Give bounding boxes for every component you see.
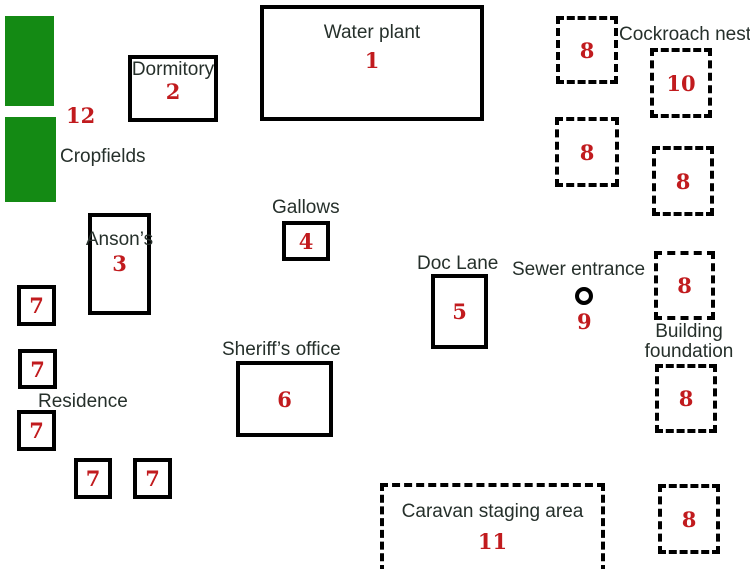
residence-label: Residence [38,391,128,412]
residence-box: 7 [18,349,57,389]
residence-number: 7 [29,293,44,318]
gallows-label: Gallows [272,197,340,218]
residence-number: 7 [30,356,45,382]
dormitory-number: 2 [165,78,181,104]
residence-box: 7 [133,458,172,499]
sheriffs-office-label: Sheriff’s office [222,339,341,360]
gallows-number: 4 [298,228,314,254]
cockroach-nest-box: 10 [650,48,712,118]
caravan-staging-area-number: 11 [477,528,508,554]
building-foundation-number: 8 [579,37,595,63]
building-foundation-label: Building foundation [644,321,734,362]
dormitory-label: Dormitory [131,59,215,80]
building-foundation-number: 8 [579,139,595,165]
cockroach-nest-number: 10 [666,70,696,96]
caravan-staging-area-label: Caravan staging area [401,501,584,522]
doc-lane-number: 5 [452,299,467,324]
building-foundation-box: 8 [658,484,720,554]
doc-lane-box: 5 [431,274,488,349]
sewer-entrance-icon [575,287,593,305]
ansons-number: 3 [112,250,127,276]
residence-box: 7 [74,458,112,499]
building-foundation-number: 8 [675,168,691,194]
cropfields-number: 12 [66,103,96,128]
cropfield-plot-2 [5,117,56,202]
cropfields-label: Cropfields [60,146,146,167]
caravan-staging-area-box: Caravan staging area 11 [380,483,605,569]
sheriffs-office-number: 6 [277,386,292,412]
building-foundation-box: 8 [654,251,715,320]
building-foundation-number: 8 [678,386,694,411]
water-plant-label: Water plant [323,22,421,43]
sewer-entrance-label: Sewer entrance [512,259,646,280]
building-foundation-number: 8 [677,273,692,298]
building-foundation-box: 8 [555,117,619,187]
residence-box: 7 [17,410,56,451]
doc-lane-label: Doc Lane [417,253,499,274]
sewer-entrance-number: 9 [577,309,592,334]
residence-number: 7 [29,418,44,443]
cropfield-plot-1 [5,16,54,106]
residence-number: 7 [145,466,160,491]
water-plant-box: Water plant 1 [260,5,484,121]
dormitory-box: Dormitory 2 [128,55,218,122]
building-foundation-box: 8 [556,16,618,84]
residence-number: 7 [85,466,101,491]
ansons-box: Anson’s 3 [85,213,154,315]
ansons-label: Anson’s [85,229,154,250]
building-foundation-number: 8 [681,506,697,532]
sheriffs-office-box: 6 [236,361,333,437]
cockroach-nest-label: Cockroach nest [619,24,750,45]
gallows-box: 4 [282,221,330,261]
residence-box: 7 [17,285,56,326]
water-plant-number: 1 [364,47,380,73]
building-foundation-box: 8 [652,146,714,216]
building-foundation-box: 8 [655,364,717,433]
